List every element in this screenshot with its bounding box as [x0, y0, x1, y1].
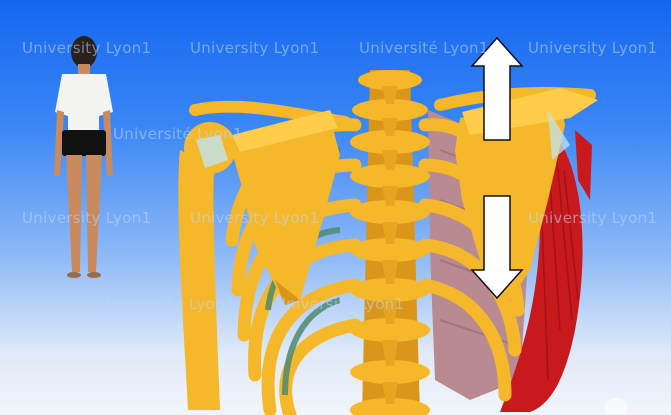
- spine: [350, 70, 430, 415]
- human-figure: [54, 36, 113, 278]
- replay-icon[interactable]: [605, 398, 627, 414]
- humerus: [178, 150, 220, 410]
